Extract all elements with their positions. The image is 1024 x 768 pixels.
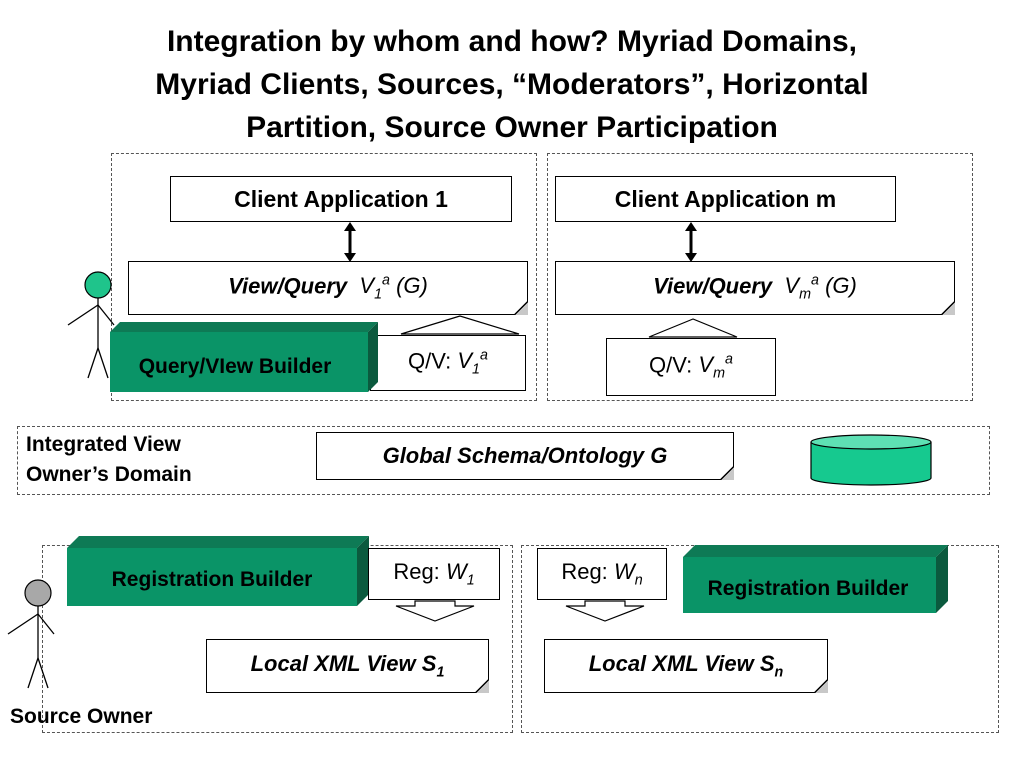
source-owner-label: Source Owner xyxy=(10,705,153,728)
local-xml-view-1[interactable]: Local XML View S1 xyxy=(206,639,489,693)
block-arrow-icon xyxy=(400,315,520,335)
title-line-3: Partition, Source Owner Participation xyxy=(246,111,778,144)
title-line-1: Integration by whom and how? Myriad Doma… xyxy=(166,25,858,58)
block-arrow-icon xyxy=(565,600,645,622)
reg-box-1[interactable]: Reg: W1 xyxy=(368,548,500,600)
global-schema-box[interactable]: Global Schema/Ontology G xyxy=(316,432,734,480)
client-m-region xyxy=(547,153,973,401)
client-application-m-label: Client Application m xyxy=(614,185,837,212)
title-line-2: Myriad Clients, Sources, “Moderators”, H… xyxy=(155,68,869,101)
global-schema-label: Global Schema/Ontology G xyxy=(382,443,668,468)
qv-box-m[interactable]: Q/V: Vma xyxy=(606,338,776,396)
view-query-1[interactable]: View/Query V1a (G) xyxy=(128,261,528,315)
query-view-builder-label[interactable]: Query/VIew Builder xyxy=(138,355,332,378)
qv-box-1-text: Q/V: V1a xyxy=(408,348,488,378)
registration-builder-n-3d-shape xyxy=(683,545,948,613)
view-query-1-text: View/Query V1a (G) xyxy=(228,273,428,303)
reg-box-n[interactable]: Reg: Wn xyxy=(537,548,667,600)
local-xml-view-n[interactable]: Local XML View Sn xyxy=(544,639,828,693)
double-arrow-icon xyxy=(344,222,356,262)
registration-builder-n-label[interactable]: Registration Builder xyxy=(707,577,909,600)
integrated-view-owner-label: Integrated View Owner’s Domain xyxy=(26,433,192,486)
slide-title: Integration by whom and how? Myriad Doma… xyxy=(60,20,964,149)
qv-box-m-text: Q/V: Vma xyxy=(649,352,733,382)
client-application-1-label: Client Application 1 xyxy=(234,185,448,212)
client-application-m[interactable]: Client Application m xyxy=(555,176,896,222)
database-cylinder-icon xyxy=(810,434,932,486)
reg-box-1-text: Reg: W1 xyxy=(393,559,475,589)
qv-box-1[interactable]: Q/V: V1a xyxy=(370,335,526,391)
registration-builder-1-label[interactable]: Registration Builder xyxy=(111,568,313,591)
integrated-view-region xyxy=(17,426,990,495)
query-view-builder-3d-shape xyxy=(110,322,378,392)
local-xml-view-1-label: Local XML View S1 xyxy=(250,651,445,681)
view-query-m-text: View/Query Vma (G) xyxy=(653,273,857,303)
client-1-region xyxy=(111,153,537,401)
reg-box-n-text: Reg: Wn xyxy=(561,559,643,589)
registration-builder-1-3d-shape xyxy=(67,536,369,606)
stick-figure-icon xyxy=(7,579,55,689)
view-query-m[interactable]: View/Query Vma (G) xyxy=(555,261,955,315)
client-application-1[interactable]: Client Application 1 xyxy=(170,176,512,222)
block-arrow-icon xyxy=(395,600,475,622)
block-arrow-icon xyxy=(648,318,738,338)
local-xml-view-n-label: Local XML View Sn xyxy=(588,651,784,681)
double-arrow-icon xyxy=(685,222,697,262)
stick-figure-icon xyxy=(67,271,115,379)
